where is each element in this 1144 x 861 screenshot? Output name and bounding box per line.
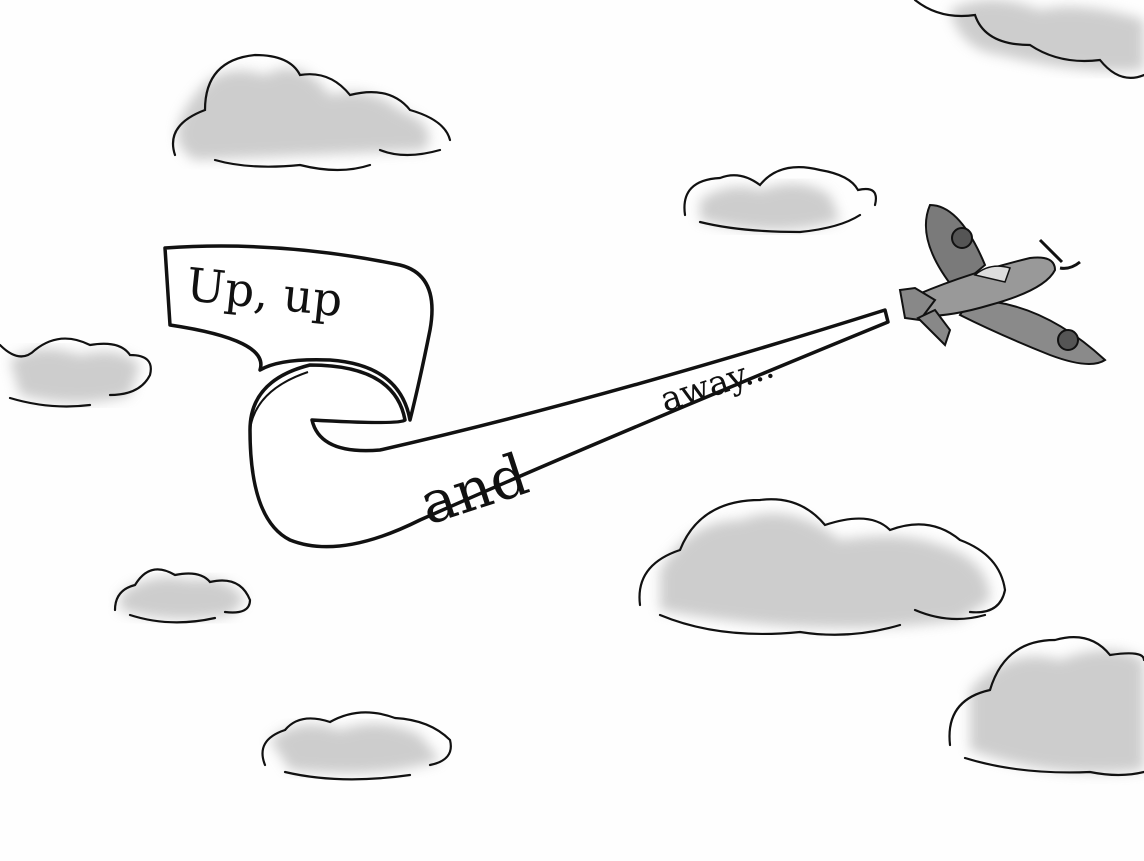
cloud-left [0, 337, 152, 408]
airplane [898, 203, 1107, 365]
cloud-top-right [913, 0, 1144, 79]
banner-text-away: away... [655, 346, 778, 420]
cloud-mid-right-small [683, 166, 877, 234]
cloud-bottom-left [261, 711, 452, 781]
cloud-top-left [171, 53, 452, 172]
banner: Up, up and away... [163, 244, 890, 549]
cloud-large-center-right [638, 498, 1007, 636]
cloud-small-left [113, 568, 252, 624]
cloud-bottom-right [948, 636, 1144, 777]
